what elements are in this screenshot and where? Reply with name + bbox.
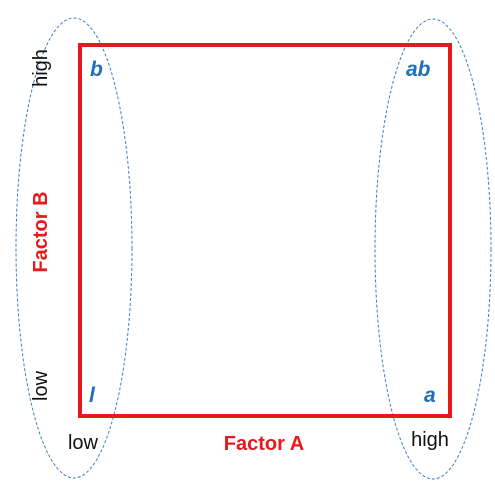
corner-label-l: l (89, 384, 96, 407)
factor-a-low-label: low (68, 432, 99, 454)
corner-label-ab: ab (406, 58, 431, 81)
factor-b-low-label: low (30, 370, 52, 401)
factor-a-label: Factor A (224, 433, 304, 455)
low-level-ellipse (15, 17, 133, 479)
factor-b-high-label: high (30, 49, 52, 87)
factor-a-high-label: high (411, 429, 449, 451)
corner-label-a: a (424, 384, 436, 407)
design-square (78, 43, 452, 418)
corner-label-b: b (90, 58, 103, 81)
high-level-ellipse (374, 18, 492, 480)
factor-b-label: Factor B (30, 191, 52, 272)
